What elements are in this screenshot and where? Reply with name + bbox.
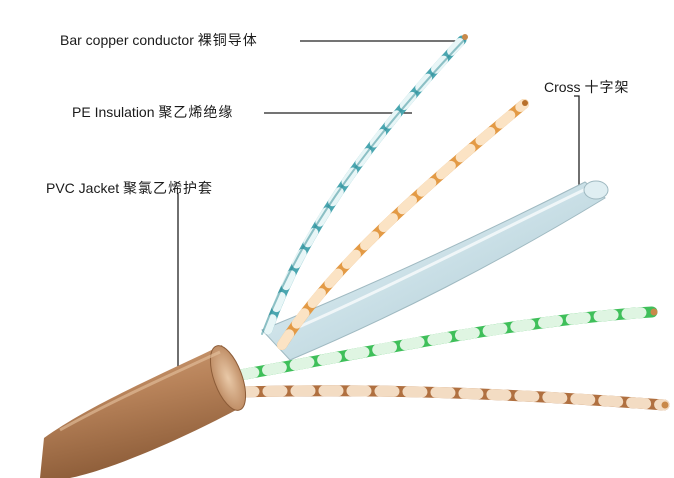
label-conductor-en: Bar copper conductor: [60, 32, 194, 48]
pair-orange: [277, 99, 529, 350]
label-cross: Cross 十字架: [544, 79, 629, 95]
label-insulation-cn: 聚乙烯绝缘: [158, 104, 234, 120]
leader-line-cross: [574, 95, 580, 190]
label-cross-en: Cross: [544, 79, 581, 95]
label-jacket-cn: 聚氯乙烯护套: [123, 180, 214, 196]
label-pe-insulation: PE Insulation 聚乙烯绝缘: [72, 104, 233, 120]
label-jacket-en: PVC Jacket: [46, 180, 120, 196]
label-cross-cn: 十字架: [584, 79, 630, 95]
label-pvc-jacket: PVC Jacket 聚氯乙烯护套: [46, 180, 213, 196]
pair-brown: [234, 385, 670, 411]
cross-filler: [261, 180, 609, 361]
label-insulation-en: PE Insulation: [72, 104, 155, 120]
pair-green: [234, 306, 658, 381]
label-bar-copper-conductor: Bar copper conductor 裸铜导体: [60, 32, 258, 48]
leader-line-conductor: [300, 37, 467, 42]
pvc-jacket: [40, 345, 247, 478]
label-conductor-cn: 裸铜导体: [197, 32, 258, 48]
pair-blue: [261, 34, 468, 335]
